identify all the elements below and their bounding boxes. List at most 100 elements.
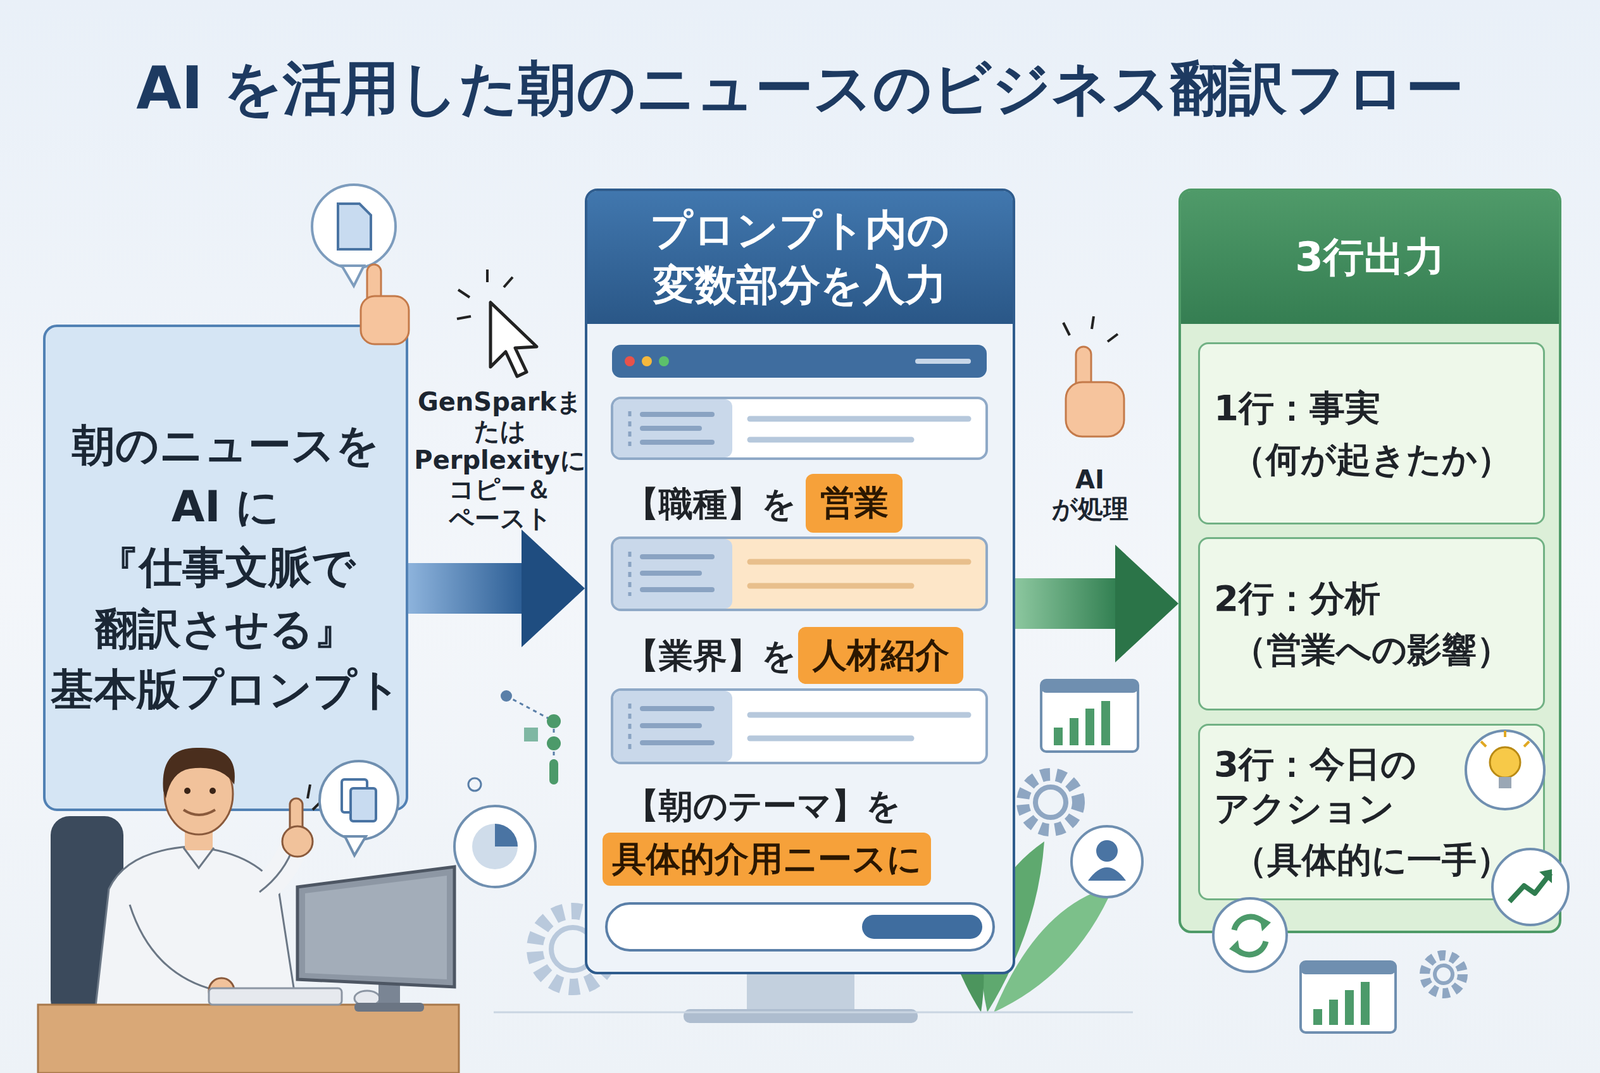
gear-icon (1434, 965, 1453, 984)
desk-and-computer (297, 867, 455, 988)
gear-icon (1035, 787, 1066, 818)
network-icon (468, 690, 561, 792)
arrow-label: GenSparkま たは Perplexityに コピー＆ ペースト (405, 387, 595, 533)
cursor-arrow (503, 277, 513, 288)
chart-icon (1329, 1000, 1338, 1026)
output-line-card: 1行：事実（何が起きたか） (1198, 342, 1545, 525)
gear-icon (1424, 955, 1463, 994)
node-text: 営業 (820, 480, 889, 527)
user-icon (1096, 840, 1118, 863)
person-illustration (50, 816, 124, 1019)
document-bubble (341, 265, 364, 287)
cursor-arrow (456, 316, 471, 319)
person-illustration (129, 905, 216, 991)
chart-icon (1360, 982, 1370, 1026)
chart-icon (1300, 962, 1396, 1033)
gear-icon (1424, 955, 1463, 994)
title-text: AI を活用した朝のニュースのビジネス翻訳フロー (0, 49, 1600, 128)
node-text: 【朝のテーマ】を (624, 784, 901, 829)
pointing-hand (367, 264, 382, 316)
desk-and-computer (208, 988, 342, 1006)
input-box: 朝のニュースを AI に 『仕事文脈で 翻訳させる』 基本版プロンプト (43, 324, 409, 812)
network-icon (468, 778, 482, 792)
node-text: （営業への影響） (1213, 628, 1530, 673)
chart-icon (1041, 680, 1138, 752)
monitor-base (746, 974, 855, 1013)
pie-chart-bubble (454, 806, 536, 888)
person-illustration (183, 848, 214, 869)
user-icon (1087, 867, 1126, 882)
output-line-card: 2行：分析 （営業への影響） (1198, 537, 1545, 711)
pointing-hand (1063, 316, 1125, 437)
prompt-panel: プロンプト内の 変数部分を入力【職種】を【業界】を【朝のテーマ】を 営業人材紹介具… (584, 188, 1016, 975)
monitor-base (683, 974, 918, 1024)
refresh-bubble (1235, 941, 1266, 956)
person-illustration (259, 844, 295, 893)
node-text: 具体的介用ニースに (612, 836, 922, 883)
network-icon (546, 736, 561, 751)
chart-icon (1300, 962, 1396, 975)
cursor-arrow (456, 269, 537, 377)
chart-icon (1300, 962, 1396, 1033)
cursor-arrow (490, 302, 537, 377)
desk-and-computer (37, 867, 459, 1073)
flow-arrow (408, 563, 522, 614)
user-icon (1071, 826, 1143, 898)
network-icon (500, 690, 513, 702)
pointing-hand (1107, 334, 1118, 342)
document-bubble (312, 184, 396, 287)
refresh-bubble (1229, 940, 1241, 956)
person-illustration (259, 844, 295, 893)
pie-chart-bubble (494, 824, 518, 847)
pie-chart-bubble (472, 824, 518, 870)
pie-chart-bubble (454, 806, 536, 888)
cursor-arrow (486, 269, 489, 283)
panel-heading: プロンプト内の 変数部分を入力 (587, 191, 1013, 325)
chart-icon (1041, 680, 1138, 694)
variable-tag: 人材紹介 (798, 627, 964, 685)
output-panel: 3行出力 1行：事実（何が起きたか） 2行：分析 （営業への影響） 3行：今日の アクシ… (1178, 188, 1562, 934)
chart-icon (1053, 727, 1063, 746)
document-bubble (337, 203, 371, 250)
panel-heading: 3行出力 (1181, 191, 1559, 325)
chart-icon (1069, 718, 1079, 746)
pointing-hand (1075, 346, 1092, 404)
person-illustration (129, 905, 216, 991)
chart-icon (1313, 1009, 1323, 1026)
person-illustration (208, 978, 235, 1004)
desk-and-computer (378, 974, 400, 1010)
desk-and-computer (305, 875, 447, 980)
person-illustration (282, 826, 313, 857)
node-text: 3行：今日の アクション (1213, 742, 1487, 832)
network-icon (546, 714, 561, 729)
flow-arrow (1015, 578, 1116, 630)
document-bubble (312, 184, 396, 269)
monitor-base (683, 1009, 918, 1024)
pointing-hand (1063, 322, 1070, 336)
node-text: 【業界】を (624, 634, 797, 679)
network-icon (524, 727, 538, 742)
gear-icon (1022, 774, 1079, 831)
pointing-hand (1091, 316, 1094, 330)
chart-icon (1085, 708, 1095, 746)
person-illustration (94, 846, 298, 1013)
node-text: 【職種】を (624, 482, 797, 527)
desk-and-computer (354, 991, 380, 1007)
chart-icon (1041, 680, 1138, 752)
node-text: 人材紹介 (812, 632, 950, 680)
output-line-card: 3行：今日の アクション（具体的に一手） (1198, 724, 1545, 901)
user-icon (1071, 826, 1143, 898)
copy-bubble (344, 836, 366, 856)
desk-and-computer (37, 1005, 459, 1073)
variable-tag: 具体的介用ニースに (602, 832, 932, 887)
network-icon (553, 721, 556, 779)
chart-icon (1101, 701, 1111, 746)
node-text: 2行：分析 (1213, 576, 1487, 621)
chart-icon (1344, 990, 1354, 1026)
desk-and-computer (354, 1003, 425, 1013)
network-icon (549, 759, 559, 785)
node-text: 朝のニュースを AI に 『仕事文脈で 翻訳させる』 基本版プロンプト (48, 415, 404, 721)
node-text: （何が起きたか） (1213, 437, 1530, 482)
pointing-hand (1065, 382, 1125, 437)
